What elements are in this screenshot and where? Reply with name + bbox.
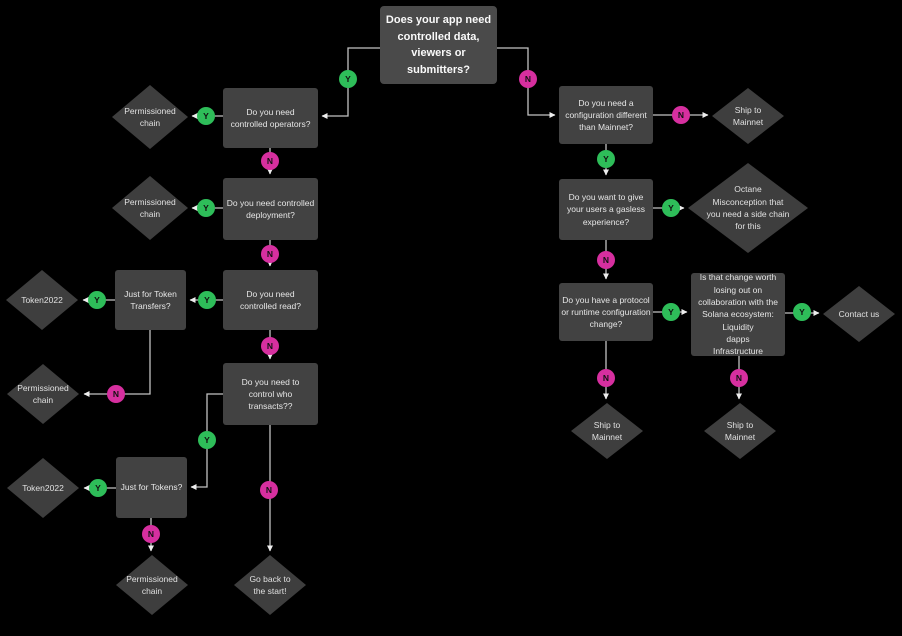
node-controlled-deployment: Do you need controlled deployment? <box>223 178 318 240</box>
diamond-go-back-to-start: Go back to the start! <box>234 555 306 615</box>
diamond-permissioned-chain-2-label: Permissioned chain <box>124 196 176 219</box>
node-protocol-runtime-change: Do you have a protocol or runtime config… <box>559 283 653 341</box>
diamond-ship-to-mainnet-1-label: Ship to Mainnet <box>732 104 764 127</box>
no-badge: N <box>597 369 615 387</box>
node-just-for-tokens-label: Just for Tokens? <box>120 482 183 493</box>
diamond-permissioned-chain-2: Permissioned chain <box>112 176 188 240</box>
diamond-ship-to-mainnet-3-label: Ship to Mainnet <box>724 419 756 442</box>
no-badge: N <box>107 385 125 403</box>
diamond-octane-misconception: Octane Misconception that you need a sid… <box>688 163 808 253</box>
node-just-token-transfers: Just for Token Transfers? <box>115 270 186 330</box>
no-badge: N <box>261 152 279 170</box>
diamond-permissioned-chain-3-label: Permissioned chain <box>17 382 69 405</box>
no-badge: N <box>142 525 160 543</box>
node-controlled-deployment-label: Do you need controlled deployment? <box>226 197 315 220</box>
node-protocol-runtime-change-label: Do you have a protocol or runtime config… <box>561 294 651 330</box>
node-controlled-operators: Do you need controlled operators? <box>223 88 318 148</box>
no-badge: N <box>261 337 279 355</box>
node-controlled-read: Do you need controlled read? <box>223 270 318 330</box>
node-start-question: Does your app need controlled data, view… <box>380 6 497 84</box>
node-config-different-mainnet: Do you need a configuration different th… <box>559 86 653 144</box>
diamond-permissioned-chain-1-label: Permissioned chain <box>124 105 176 128</box>
diamond-token2022-1-label: Token2022 <box>21 294 63 305</box>
diamond-ship-to-mainnet-1: Ship to Mainnet <box>712 88 784 144</box>
no-badge: N <box>597 251 615 269</box>
node-just-token-transfers-label: Just for Token Transfers? <box>124 288 177 311</box>
node-start-label: Does your app need controlled data, view… <box>385 14 492 76</box>
node-change-worth-it-label: Is that change worth losing out on colla… <box>698 272 778 357</box>
no-badge: N <box>730 369 748 387</box>
node-control-who-transacts: Do you need to control who transacts?? <box>223 363 318 425</box>
yes-badge: Y <box>89 479 107 497</box>
yes-badge: Y <box>597 150 615 168</box>
no-badge: N <box>261 245 279 263</box>
diamond-token2022-2-label: Token2022 <box>22 482 64 493</box>
node-config-different-mainnet-label: Do you need a configuration different th… <box>565 97 647 133</box>
diamond-octane-misconception-label: Octane Misconception that you need a sid… <box>706 184 790 232</box>
node-gasless-experience-label: Do you want to give your users a gasless… <box>567 192 645 227</box>
yes-badge: Y <box>793 303 811 321</box>
yes-badge: Y <box>662 303 680 321</box>
diamond-ship-to-mainnet-2-label: Ship to Mainnet <box>591 419 623 442</box>
diamond-permissioned-chain-3: Permissioned chain <box>7 364 79 424</box>
diamond-ship-to-mainnet-3: Ship to Mainnet <box>704 403 776 459</box>
yes-badge: Y <box>339 70 357 88</box>
yes-badge: Y <box>662 199 680 217</box>
no-badge: N <box>519 70 537 88</box>
diamond-permissioned-chain-1: Permissioned chain <box>112 85 188 149</box>
diamond-token2022-1: Token2022 <box>6 270 78 330</box>
node-gasless-experience: Do you want to give your users a gasless… <box>559 179 653 240</box>
yes-badge: Y <box>197 199 215 217</box>
no-badge: N <box>260 481 278 499</box>
node-controlled-operators-label: Do you need controlled operators? <box>230 106 311 129</box>
node-controlled-read-label: Do you need controlled read? <box>240 288 301 311</box>
yes-badge: Y <box>198 431 216 449</box>
diamond-go-back-to-start-label: Go back to the start! <box>249 573 291 596</box>
diamond-permissioned-chain-4: Permissioned chain <box>116 555 188 615</box>
yes-badge: Y <box>88 291 106 309</box>
node-just-for-tokens: Just for Tokens? <box>116 457 187 518</box>
no-badge: N <box>672 106 690 124</box>
diamond-ship-to-mainnet-2: Ship to Mainnet <box>571 403 643 459</box>
diamond-contact-us-label: Contact us <box>838 308 880 319</box>
diamond-contact-us: Contact us <box>823 286 895 342</box>
diamond-token2022-2: Token2022 <box>7 458 79 518</box>
yes-badge: Y <box>197 107 215 125</box>
node-control-who-transacts-label: Do you need to control who transacts?? <box>241 376 300 412</box>
node-change-worth-it: Is that change worth losing out on colla… <box>691 272 785 357</box>
diamond-permissioned-chain-4-label: Permissioned chain <box>126 573 178 596</box>
edge-token-transfers-to-perm3 <box>83 330 151 397</box>
yes-badge: Y <box>198 291 216 309</box>
